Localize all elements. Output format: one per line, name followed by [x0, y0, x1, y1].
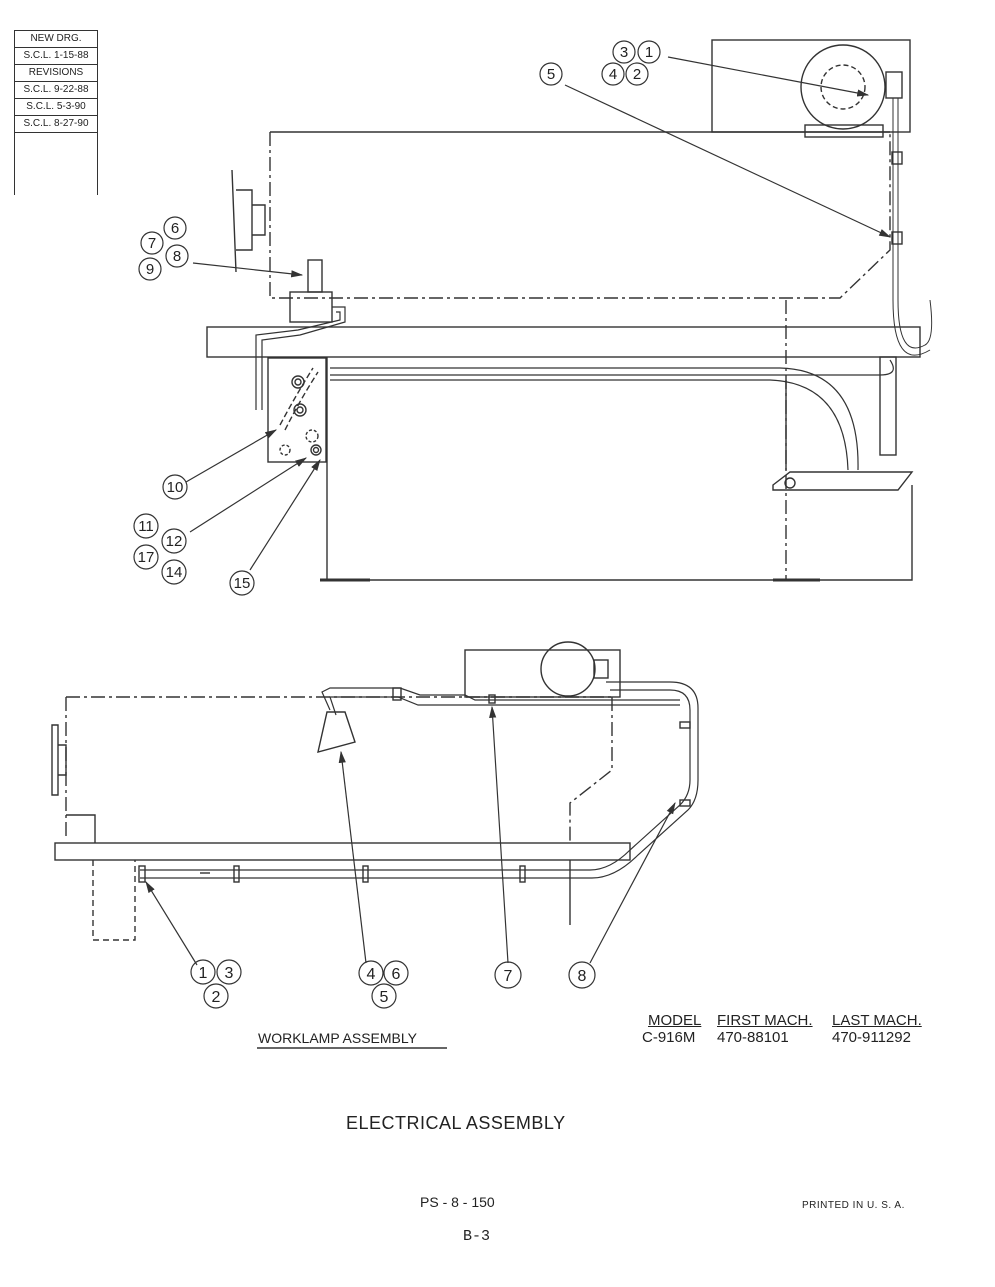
callout-balloon: 10 [162, 474, 188, 500]
svg-text:3: 3 [225, 965, 234, 982]
callout-balloon: 4 [358, 960, 384, 986]
svg-text:15: 15 [234, 575, 251, 592]
page-code: PS - 8 - 150 [420, 1194, 495, 1210]
svg-text:4: 4 [367, 966, 376, 983]
svg-text:2: 2 [633, 66, 641, 83]
svg-text:7: 7 [504, 968, 513, 985]
callout-balloon: 2 [203, 983, 229, 1009]
callout-balloon: 8 [568, 961, 596, 989]
svg-text:14: 14 [166, 564, 183, 581]
svg-text:17: 17 [138, 549, 155, 566]
svg-text:5: 5 [547, 66, 555, 83]
svg-text:6: 6 [392, 966, 401, 983]
callout-balloon: 7 [494, 961, 522, 989]
worklamp-assembly-label: WORKLAMP ASSEMBLY [258, 1030, 417, 1046]
callout-balloon: 6 [383, 960, 409, 986]
bottom-leader-lines [145, 705, 676, 966]
svg-text:6: 6 [171, 220, 179, 237]
svg-text:10: 10 [167, 479, 184, 496]
new-drawing-label: NEW DRG. [15, 31, 97, 48]
bottom-callouts: 1 3 2 4 6 5 7 8 [190, 959, 596, 1009]
svg-text:8: 8 [578, 968, 587, 985]
revision-entry: S.C.L. 8-27-90 [15, 116, 97, 133]
svg-text:5: 5 [380, 989, 389, 1006]
svg-text:2: 2 [212, 989, 221, 1006]
last-mach-value: 470-911292 [832, 1029, 911, 1046]
svg-text:12: 12 [166, 533, 183, 550]
svg-text:1: 1 [199, 965, 208, 982]
printed-label: PRINTED IN U. S. A. [802, 1200, 905, 1211]
callout-balloon: 11 [133, 513, 159, 539]
svg-text:1: 1 [645, 44, 653, 61]
callout-balloon: 3 [612, 40, 636, 64]
callout-balloon: 2 [625, 62, 649, 86]
revision-entry: S.C.L. 9-22-88 [15, 82, 97, 99]
callout-balloon: 8 [165, 244, 189, 268]
svg-text:3: 3 [620, 44, 628, 61]
top-machine-view [206, 39, 933, 582]
callout-balloon: 5 [371, 983, 397, 1009]
page-number: B-3 [463, 1228, 491, 1245]
callout-balloon: 15 [229, 570, 255, 596]
callout-balloon: 3 [216, 959, 242, 985]
callout-balloon: 12 [161, 528, 187, 554]
svg-text:11: 11 [138, 518, 154, 535]
svg-text:7: 7 [148, 235, 156, 252]
callout-balloon: 7 [140, 231, 164, 255]
first-mach-header: FIRST MACH. [717, 1012, 813, 1029]
callout-balloon: 6 [163, 216, 187, 240]
callout-balloon: 1 [637, 40, 661, 64]
revision-entry: S.C.L. 5-3-90 [15, 99, 97, 116]
model-header: MODEL [648, 1012, 702, 1029]
callout-balloon: 1 [190, 959, 216, 985]
worklamp-view [51, 641, 699, 941]
svg-text:8: 8 [173, 248, 181, 265]
svg-text:4: 4 [609, 66, 617, 83]
new-drawing-date: S.C.L. 1-15-88 [15, 48, 97, 65]
revisions-label: REVISIONS [15, 65, 97, 82]
first-mach-value: 470-88101 [717, 1029, 789, 1046]
callout-balloon: 17 [133, 544, 159, 570]
top-callouts: 3 1 4 2 5 6 7 8 9 10 11 12 17 14 15 [133, 40, 661, 596]
last-mach-header: LAST MACH. [832, 1012, 922, 1029]
revision-block: NEW DRG. S.C.L. 1-15-88 REVISIONS S.C.L.… [14, 30, 98, 195]
page-title: ELECTRICAL ASSEMBLY [346, 1113, 566, 1133]
callout-balloon: 9 [138, 257, 162, 281]
top-leader-lines [185, 56, 892, 571]
model-value: C-916M [642, 1029, 696, 1046]
svg-text:9: 9 [146, 261, 154, 278]
callout-balloon: 5 [539, 62, 563, 86]
callout-balloon: 4 [601, 62, 625, 86]
callout-balloon: 14 [161, 559, 187, 585]
